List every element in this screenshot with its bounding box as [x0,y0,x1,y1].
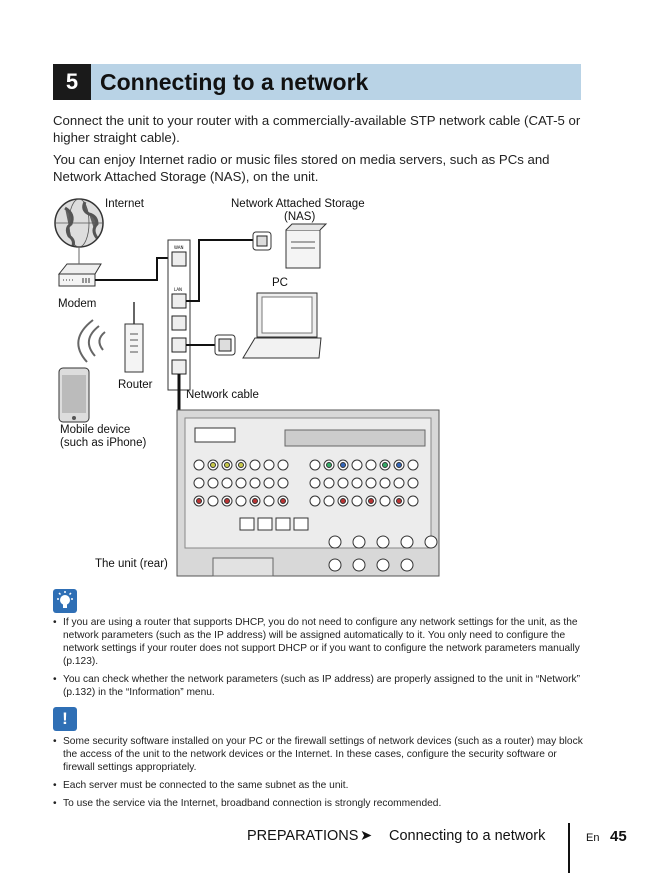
footer-page-title: Connecting to a network [389,828,546,844]
note-item: To use the service via the Internet, bro… [53,797,583,810]
section-header: 5 Connecting to a network [53,64,581,100]
globe-icon [54,198,104,248]
network-diagram: WAN LAN [45,190,445,580]
exclamation-icon: ! [53,707,77,731]
footer-arrow-icon: ➤ [360,828,373,844]
lan-label: LAN [174,287,182,292]
network-cable-label: Network cable [186,389,259,401]
wan-label: WAN [174,245,183,250]
mobile-device-label-line2: (such as iPhone) [60,437,147,449]
av-receiver-rear-panel [176,409,440,577]
diagram-graphics: WAN LAN [54,198,440,577]
laptop-icon [242,292,322,359]
footer-language: En [586,832,600,844]
page-title: Connecting to a network [100,69,369,95]
internet-label: Internet [105,198,144,210]
router-label: Router [118,379,153,391]
nas-label-line1: Network Attached Storage [231,198,365,210]
notes-list: Some security software installed on your… [53,735,583,815]
unit-rear-label: The unit (rear) [95,558,168,570]
mobile-device-label-line1: Mobile device [60,424,131,436]
nas-label-line2: (NAS) [284,211,316,223]
note-item: Some security software installed on your… [53,735,583,774]
footer-section: PREPARATIONS [247,828,359,844]
mobile-phone-icon [58,367,90,423]
nas-icon [285,223,328,269]
section-number: 5 [53,64,91,100]
router-ports: WAN LAN [167,239,191,391]
tips-list: If you are using a router that supports … [53,616,583,704]
modem-label: Modem [58,298,97,310]
tip-item: If you are using a router that supports … [53,616,583,668]
router-icon [124,302,144,373]
pc-label: PC [272,277,288,289]
intro-paragraph-1: Connect the unit to your router with a c… [53,113,581,145]
lightbulb-icon [53,589,77,613]
footer-divider [568,823,570,873]
modem-icon [57,246,102,287]
note-item: Each server must be connected to the sam… [53,779,583,792]
tip-item: You can check whether the network parame… [53,673,583,699]
wireless-icon [77,319,106,363]
intro-paragraph-2: You can enjoy Internet radio or music fi… [53,152,550,184]
page-number: 45 [610,828,627,845]
